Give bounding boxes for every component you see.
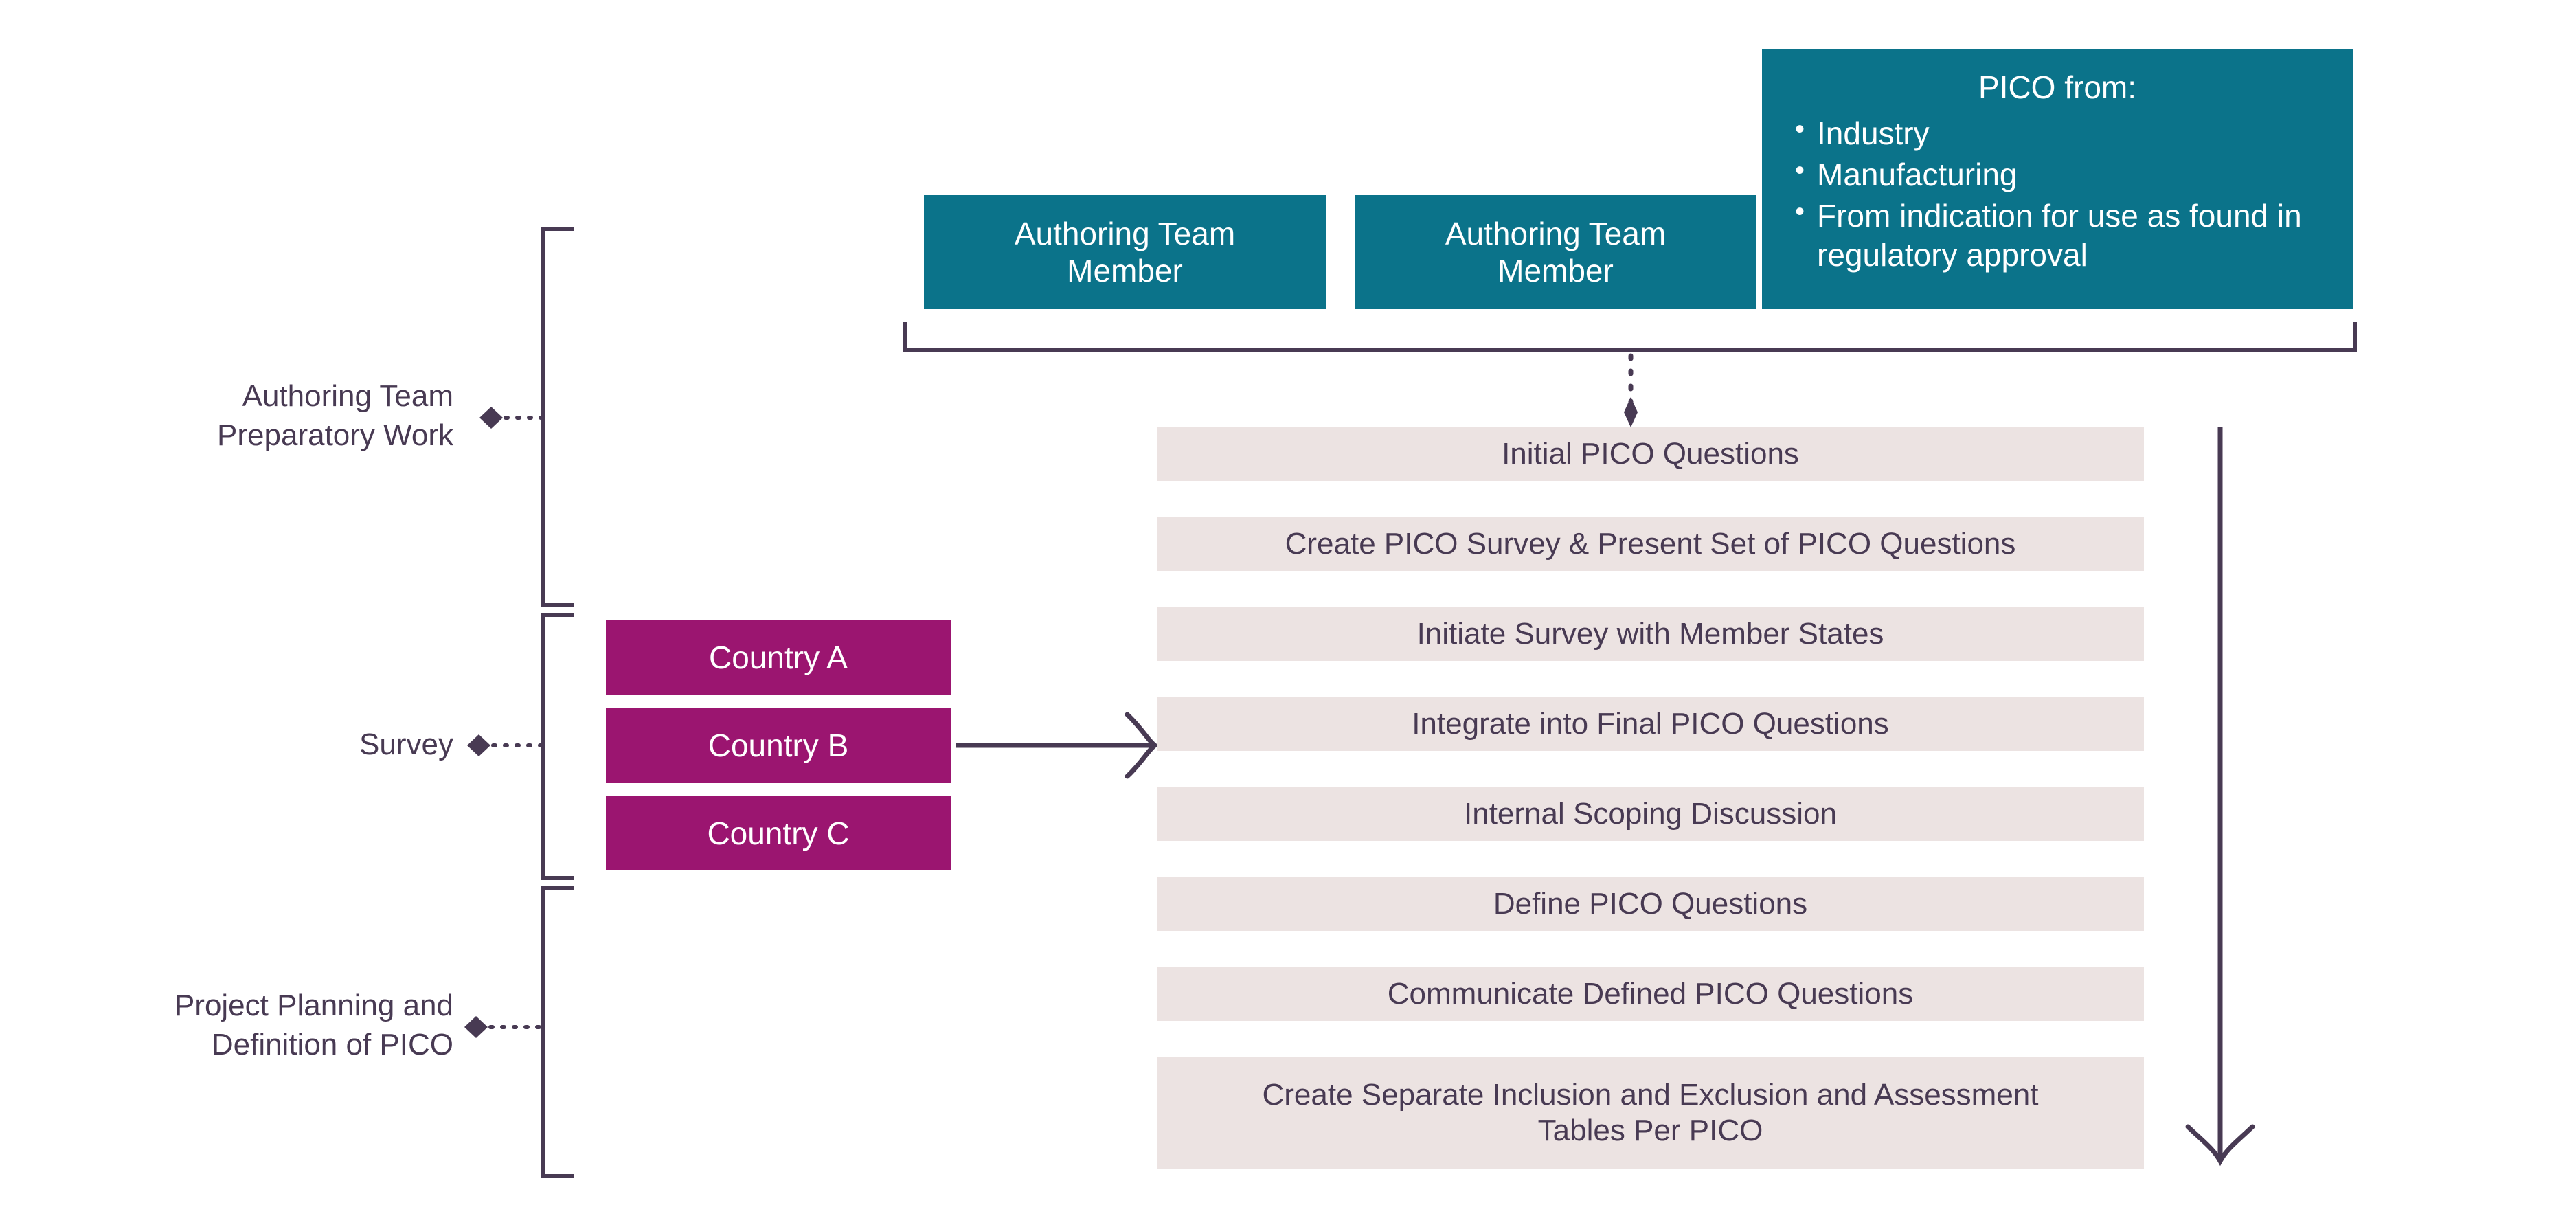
phase-leader-survey [467,734,545,756]
phase-label-project-planning: Project Planning and Definition of PICO [96,986,453,1064]
pico-source-item: Industry [1785,113,2329,153]
step-box-integrate-final-pico[interactable]: Integrate into Final PICO Questions [1157,697,2144,751]
step-box-create-separate-tables[interactable]: Create Separate Inclusion and Exclusion … [1157,1057,2144,1169]
country-box-b[interactable]: Country B [606,708,951,783]
authoring-team-member-line1: Authoring Team [1445,215,1667,251]
authoring-team-member-line2: Member [1067,253,1183,289]
step-box-communicate-defined-pico[interactable]: Communicate Defined PICO Questions [1157,967,2144,1021]
bracket-authoring-team [541,227,574,607]
step-box-define-pico-questions[interactable]: Define PICO Questions [1157,877,2144,931]
bracket-project-planning [541,886,574,1178]
phase-label-line2: Preparatory Work [217,418,453,453]
arrow-country-to-steps [956,712,1159,779]
pico-source-title: PICO from: [1978,69,2137,105]
phase-leader-project-planning [464,1016,545,1038]
country-box-a[interactable]: Country A [606,620,951,695]
step-box-create-pico-survey[interactable]: Create PICO Survey & Present Set of PICO… [1157,517,2144,571]
phase-leader-authoring [479,407,545,429]
step-box-initiate-survey[interactable]: Initiate Survey with Member States [1157,607,2144,661]
phase-label-line1: Project Planning and [174,989,453,1022]
phase-label-authoring-team: Authoring Team Preparatory Work [124,376,453,455]
authoring-team-member-box-2[interactable]: Authoring Team Member [1355,195,1756,309]
pico-source-item: From indication for use as found in regu… [1785,195,2329,273]
pico-source-list: Industry Manufacturing From indication f… [1785,113,2329,276]
authoring-team-member-line2: Member [1498,253,1614,289]
arrow-process-flow [2185,427,2255,1167]
step-label: Create Separate Inclusion and Exclusion … [1262,1078,2039,1147]
step-box-initial-pico-questions[interactable]: Initial PICO Questions [1157,427,2144,481]
bracket-top-sources [903,322,2357,352]
drop-diamond [1624,397,1638,427]
phase-label-line1: Authoring Team [242,379,453,413]
authoring-team-member-line1: Authoring Team [1014,215,1236,251]
phase-label-line2: Definition of PICO [211,1028,453,1062]
phase-label-survey: Survey [124,725,453,764]
pico-source-box[interactable]: PICO from: Industry Manufacturing From i… [1762,49,2353,309]
authoring-team-member-box-1[interactable]: Authoring Team Member [924,195,1326,309]
step-box-internal-scoping-discussion[interactable]: Internal Scoping Discussion [1157,787,2144,841]
pico-source-item: Manufacturing [1785,154,2329,194]
country-box-c[interactable]: Country C [606,796,951,870]
phase-label-line1: Survey [359,728,453,761]
bracket-survey [541,613,574,880]
